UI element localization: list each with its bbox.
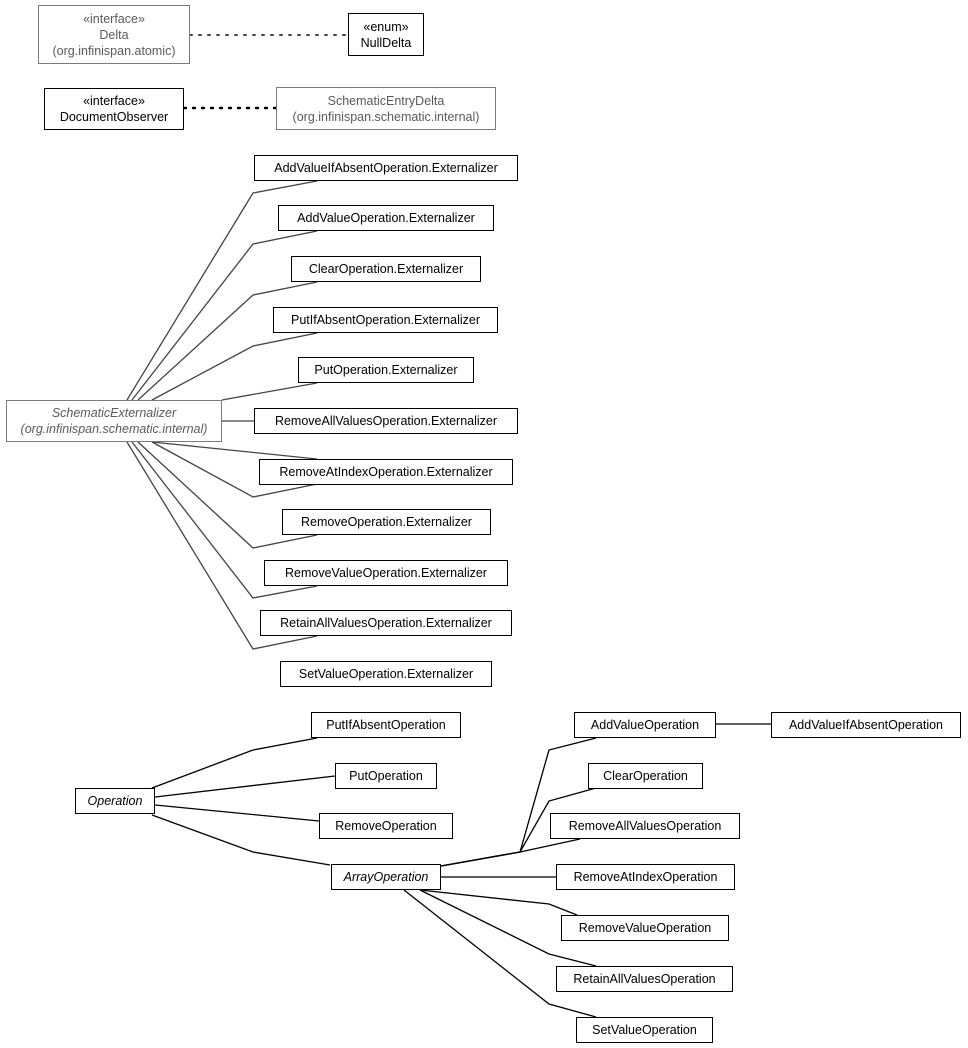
setvalueoperation-box[interactable]: SetValueOperation: [576, 1017, 713, 1043]
clearoperation-name: ClearOperation: [603, 769, 688, 783]
removeallvaluesoperation-name: RemoveAllValuesOperation: [568, 819, 722, 833]
delta-interface-box[interactable]: «interface» Delta (org.infinispan.atomic…: [38, 5, 190, 64]
delta-package: (org.infinispan.atomic): [52, 43, 176, 58]
clear-externalizer-box[interactable]: ClearOperation.Externalizer: [291, 256, 481, 282]
setvalue-externalizer-box[interactable]: SetValueOperation.Externalizer: [280, 661, 492, 687]
putifabsentoperation-name: PutIfAbsentOperation: [326, 718, 446, 732]
addvalue-externalizer-box[interactable]: AddValueOperation.Externalizer: [278, 205, 494, 231]
retainallvalues-externalizer-name: RetainAllValuesOperation.Externalizer: [280, 616, 492, 630]
removevalue-externalizer-box[interactable]: RemoveValueOperation.Externalizer: [264, 560, 508, 586]
addvalueoperation-name: AddValueOperation: [590, 718, 700, 732]
operation-inheritance-edges: [151, 737, 336, 866]
arrayoperation-inheritance-edges: [403, 737, 597, 1018]
remove-externalizer-name: RemoveOperation.Externalizer: [301, 515, 472, 529]
removeallvaluesoperation-box[interactable]: RemoveAllValuesOperation: [550, 813, 740, 839]
schematicexternalizer-name: SchematicExternalizer: [51, 406, 177, 420]
removevalueoperation-box[interactable]: RemoveValueOperation: [561, 915, 729, 941]
schematicentrydelta-package: (org.infinispan.schematic.internal): [292, 109, 480, 124]
addvalueifabsentoperation-name: AddValueIfAbsentOperation: [788, 718, 944, 732]
addvalue-externalizer-name: AddValueOperation.Externalizer: [297, 211, 475, 225]
addvalueifabsentoperation-box[interactable]: AddValueIfAbsentOperation: [771, 712, 961, 738]
operation-box[interactable]: Operation: [75, 788, 155, 814]
removeallvalues-externalizer-name: RemoveAllValuesOperation.Externalizer: [274, 414, 498, 428]
nulldelta-name: NullDelta: [360, 35, 412, 50]
put-externalizer-box[interactable]: PutOperation.Externalizer: [298, 357, 474, 383]
putoperation-box[interactable]: PutOperation: [335, 763, 437, 789]
removeallvalues-externalizer-box[interactable]: RemoveAllValuesOperation.Externalizer: [254, 408, 518, 434]
schematicentrydelta-box[interactable]: SchematicEntryDelta (org.infinispan.sche…: [276, 87, 496, 130]
putifabsent-externalizer-box[interactable]: PutIfAbsentOperation.Externalizer: [273, 307, 498, 333]
retainallvaluesoperation-name: RetainAllValuesOperation: [573, 972, 716, 986]
schematicentrydelta-name: SchematicEntryDelta: [327, 93, 445, 108]
removeatindex-externalizer-name: RemoveAtIndexOperation.Externalizer: [279, 465, 493, 479]
retainallvaluesoperation-box[interactable]: RetainAllValuesOperation: [556, 966, 733, 992]
clearoperation-box[interactable]: ClearOperation: [588, 763, 703, 789]
setvalue-externalizer-name: SetValueOperation.Externalizer: [298, 667, 474, 681]
documentobserver-stereotype: «interface»: [83, 94, 145, 108]
retainallvalues-externalizer-box[interactable]: RetainAllValuesOperation.Externalizer: [260, 610, 512, 636]
schematicexternalizer-package: (org.infinispan.schematic.internal): [20, 422, 208, 436]
delta-name: Delta: [99, 27, 129, 42]
addvalueifabsent-externalizer-name: AddValueIfAbsentOperation.Externalizer: [274, 161, 498, 175]
arrayoperation-name: ArrayOperation: [343, 870, 429, 884]
putifabsentoperation-box[interactable]: PutIfAbsentOperation: [311, 712, 461, 738]
removeatindex-externalizer-box[interactable]: RemoveAtIndexOperation.Externalizer: [259, 459, 513, 485]
setvalueoperation-name: SetValueOperation: [592, 1023, 697, 1037]
removevalueoperation-name: RemoveValueOperation: [578, 921, 712, 935]
nulldelta-stereotype: «enum»: [363, 19, 409, 34]
removeoperation-box[interactable]: RemoveOperation: [319, 813, 453, 839]
remove-externalizer-box[interactable]: RemoveOperation.Externalizer: [282, 509, 491, 535]
removeatindexoperation-box[interactable]: RemoveAtIndexOperation: [556, 864, 735, 890]
delta-stereotype: «interface»: [83, 11, 145, 26]
documentobserver-interface-box[interactable]: «interface» DocumentObserver: [44, 88, 184, 130]
documentobserver-name: DocumentObserver: [59, 110, 169, 124]
putoperation-name: PutOperation: [349, 769, 423, 783]
removeatindexoperation-name: RemoveAtIndexOperation: [573, 870, 718, 884]
schematicexternalizer-box[interactable]: SchematicExternalizer (org.infinispan.sc…: [6, 400, 222, 442]
nulldelta-enum-box[interactable]: «enum» NullDelta: [348, 13, 424, 56]
arrayoperation-box[interactable]: ArrayOperation: [331, 864, 441, 890]
operation-name: Operation: [87, 794, 143, 808]
putifabsent-externalizer-name: PutIfAbsentOperation.Externalizer: [291, 313, 480, 327]
clear-externalizer-name: ClearOperation.Externalizer: [308, 262, 464, 276]
addvalueoperation-box[interactable]: AddValueOperation: [574, 712, 716, 738]
addvalueifabsent-externalizer-box[interactable]: AddValueIfAbsentOperation.Externalizer: [254, 155, 518, 181]
removevalue-externalizer-name: RemoveValueOperation.Externalizer: [285, 566, 487, 580]
removeoperation-name: RemoveOperation: [335, 819, 437, 833]
put-externalizer-name: PutOperation.Externalizer: [314, 363, 458, 377]
externalizer-inheritance-edges: [126, 180, 318, 650]
